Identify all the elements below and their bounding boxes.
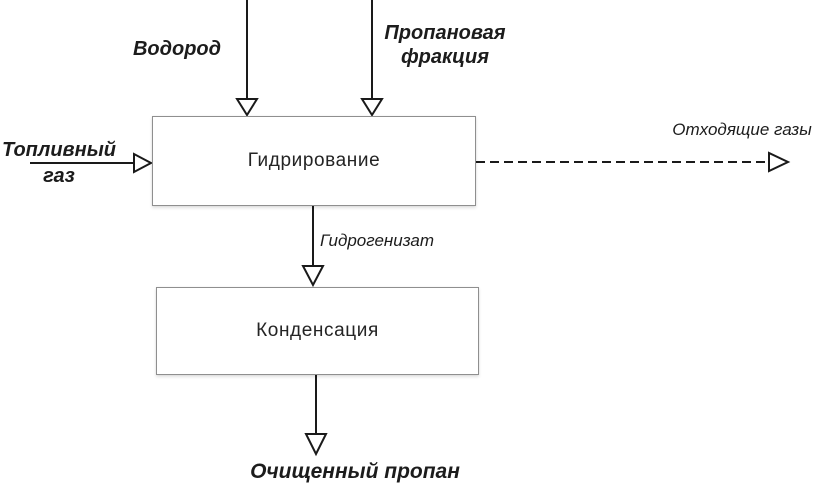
process-box-hydrogenation-label: Гидрирование bbox=[247, 150, 381, 171]
off-gases-arrow bbox=[476, 151, 791, 173]
fuel-gas-feed-arrow bbox=[30, 152, 154, 174]
purified-propane-stream-label: Очищенный пропан bbox=[250, 460, 460, 483]
off-gases-stream-label: Отходящие газы bbox=[672, 120, 812, 139]
process-box-condensation-label: Конденсация bbox=[256, 320, 379, 341]
fuel-gas-stream-label: Топливный газ bbox=[1, 139, 117, 187]
process-box-condensation: Конденсация bbox=[156, 287, 479, 375]
process-box-hydrogenation: Гидрирование bbox=[152, 116, 476, 206]
hydrogenate-stream-label: Гидрогенизат bbox=[320, 231, 435, 250]
propane-fraction-stream-label: Пропановая фракция bbox=[384, 22, 506, 68]
purified-propane-arrow bbox=[304, 374, 328, 457]
hydrogen-feed-arrow bbox=[235, 0, 259, 117]
hydrogenate-stream-arrow bbox=[301, 204, 325, 288]
propane-fraction-feed-arrow bbox=[360, 0, 384, 117]
hydrogen-stream-label: Водород bbox=[132, 38, 222, 60]
